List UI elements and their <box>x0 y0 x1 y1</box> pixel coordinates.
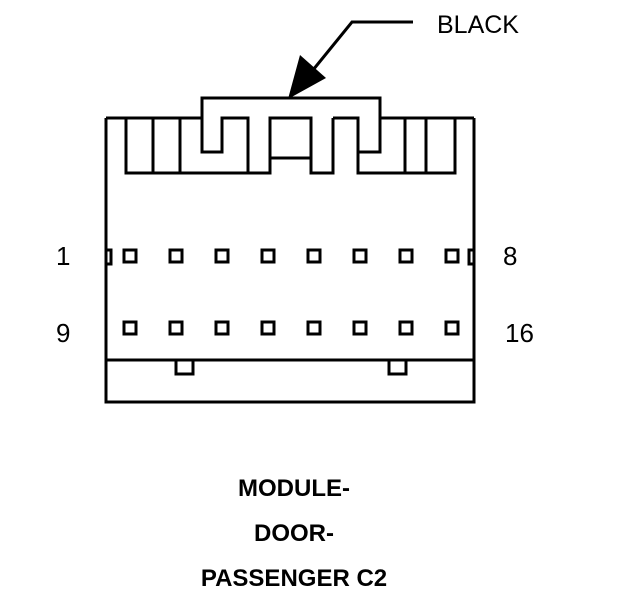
cavity-3 <box>214 248 230 264</box>
pin-label-row1-start: 1 <box>56 241 71 271</box>
cavity-2 <box>168 248 184 264</box>
cavity-13 <box>306 320 322 336</box>
cavity-4 <box>260 248 276 264</box>
cavity-11 <box>214 320 230 336</box>
wire-color-label: BLACK <box>437 11 519 39</box>
cavity-8 <box>444 248 460 264</box>
callout-arrowhead <box>288 55 326 99</box>
title-line-3: PASSENGER C2 <box>200 565 388 592</box>
cavity-6 <box>352 248 368 264</box>
cavity-12 <box>260 320 276 336</box>
pin-label-row2-start: 9 <box>56 318 71 348</box>
title-line-2: DOOR- <box>254 520 334 547</box>
cavity-1 <box>122 248 138 264</box>
title-line-1: MODULE- <box>238 475 350 502</box>
cavity-5 <box>306 248 322 264</box>
cavity-16 <box>444 320 460 336</box>
cavity-14 <box>352 320 368 336</box>
cavity-10 <box>168 320 184 336</box>
callout-leader-line <box>311 20 413 71</box>
connector-body <box>104 96 476 404</box>
pin-label-row2-end: 16 <box>505 318 534 348</box>
cavity-9 <box>122 320 138 336</box>
pin-label-row1-end: 8 <box>503 241 518 271</box>
cavity-group <box>122 248 460 336</box>
cavity-7 <box>398 248 414 264</box>
cavity-15 <box>398 320 414 336</box>
